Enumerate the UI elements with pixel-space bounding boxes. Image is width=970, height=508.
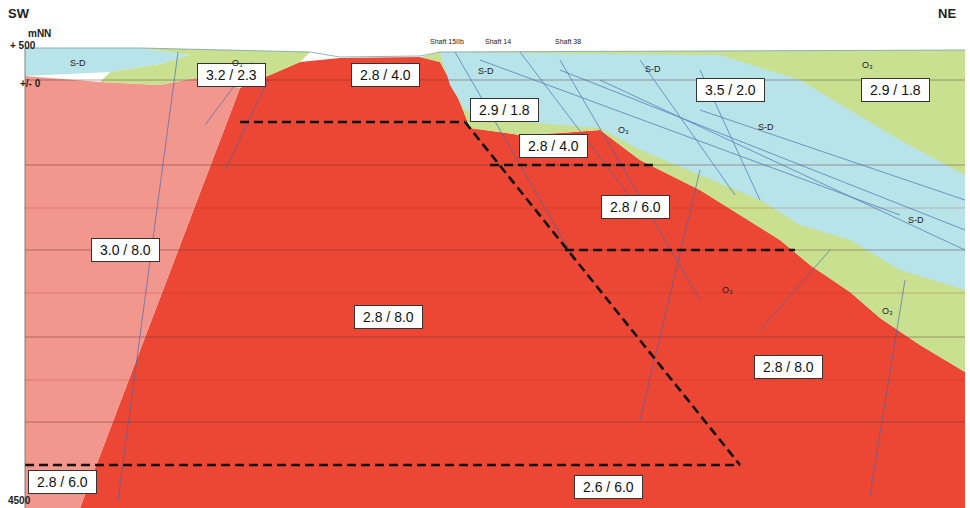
unit-label: O₃ <box>232 58 243 68</box>
parameter-boundaries <box>25 122 795 465</box>
axis-label: + 500 <box>10 40 35 51</box>
grid-lines-minor <box>25 208 965 380</box>
parameter-box: 2.8 / 6.0 <box>28 470 97 494</box>
fault-lines <box>118 52 965 500</box>
parameter-value: 2.6 / 6.0 <box>583 479 634 495</box>
o3-layer-right <box>420 50 965 372</box>
parameter-box: 3.5 / 2.0 <box>696 78 765 102</box>
parameter-value: 3.5 / 2.0 <box>705 82 756 98</box>
parameter-box: 2.6 / 6.0 <box>574 475 643 499</box>
unit-label: O₃ <box>882 306 893 316</box>
shaft-label: Shaft 15IIb <box>430 38 464 45</box>
unit-label: O₃ <box>862 60 873 70</box>
parameter-value: 3.2 / 2.3 <box>206 67 257 83</box>
parameter-value: 2.8 / 6.0 <box>37 474 88 490</box>
unit-label: O₃ <box>618 125 629 135</box>
parameter-box: 2.8 / 8.0 <box>754 355 823 379</box>
sd-layer-right <box>440 52 965 290</box>
o3-layer-left <box>100 48 310 88</box>
shaft-label: Shaft 38 <box>555 38 581 45</box>
parameter-value: 3.0 / 8.0 <box>100 242 151 258</box>
parameter-value: 2.8 / 8.0 <box>763 359 814 375</box>
direction-label: SW <box>8 6 29 21</box>
axis-line <box>25 48 26 508</box>
parameter-box: 3.0 / 8.0 <box>91 238 160 262</box>
unit-label: S-D <box>645 64 661 74</box>
parameter-box: 2.9 / 1.8 <box>861 78 930 102</box>
shaft-label: Shaft 14 <box>485 38 511 45</box>
granite-left <box>25 76 240 508</box>
parameter-box: 2.9 / 1.8 <box>470 98 539 122</box>
parameter-value: 2.9 / 1.8 <box>870 82 921 98</box>
surface-line <box>25 48 965 57</box>
parameter-value: 2.8 / 4.0 <box>528 138 579 154</box>
unit-label: S-D <box>478 66 494 76</box>
parameter-value: 2.8 / 4.0 <box>360 67 411 83</box>
parameter-box: 2.8 / 6.0 <box>601 195 670 219</box>
unit-label: S-D <box>758 122 774 132</box>
parameter-box: 2.8 / 4.0 <box>351 63 420 87</box>
parameter-value: 2.8 / 6.0 <box>610 199 661 215</box>
axis-label: +/- 0 <box>20 78 40 89</box>
unit-label: O₃ <box>722 285 733 295</box>
parameter-box: 2.8 / 4.0 <box>519 134 588 158</box>
direction-label: NE <box>938 6 956 21</box>
parameter-value: 2.9 / 1.8 <box>479 102 530 118</box>
axis-label: mNN <box>28 28 51 39</box>
parameter-box: 2.8 / 8.0 <box>354 305 423 329</box>
parameter-value: 2.8 / 8.0 <box>363 309 414 325</box>
parameter-box: 3.2 / 2.3 <box>197 63 266 87</box>
grid-lines <box>25 80 965 422</box>
axis-label: 4500 <box>8 495 30 506</box>
unit-label: S-D <box>70 58 86 68</box>
unit-label: S-D <box>908 215 924 225</box>
